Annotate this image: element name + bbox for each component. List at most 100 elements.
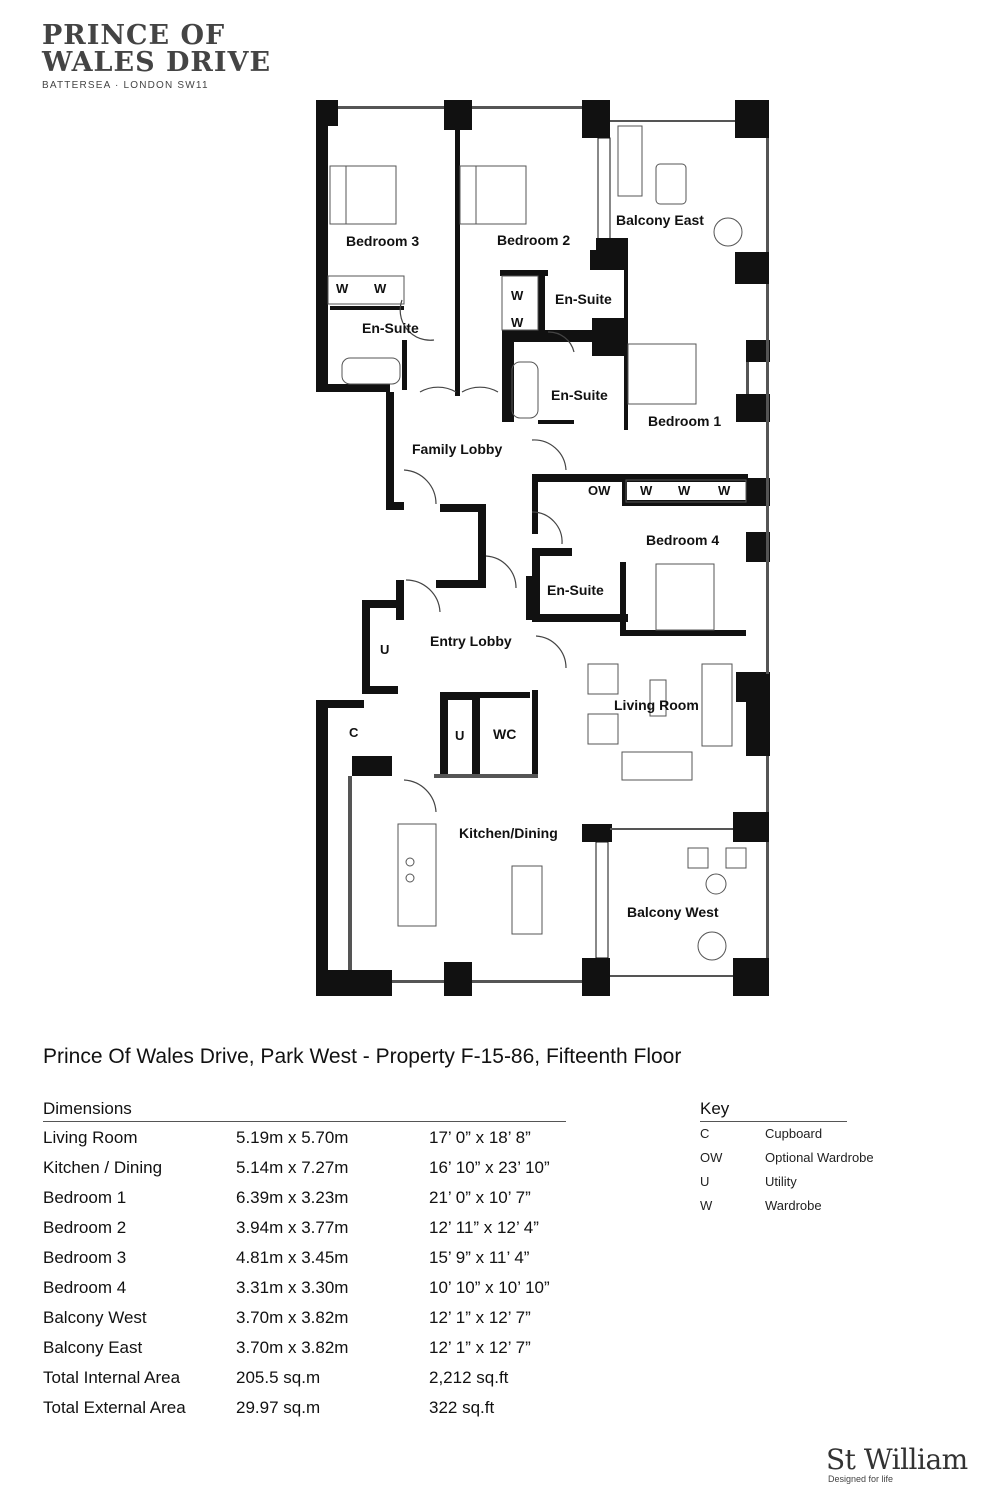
label-wc: WC bbox=[493, 726, 516, 742]
wall bbox=[352, 756, 392, 776]
door-swing bbox=[535, 635, 567, 669]
dim-room: Total External Area bbox=[43, 1398, 186, 1417]
dimensions-table: Living Room 5.19m x 5.70m 17’ 0” x 18’ 8… bbox=[43, 1126, 583, 1426]
wall bbox=[330, 306, 404, 310]
wall bbox=[362, 600, 402, 608]
label-w: W bbox=[374, 281, 387, 296]
armchair-icon bbox=[687, 847, 709, 869]
door-swing bbox=[419, 386, 457, 393]
sofa-icon bbox=[621, 751, 693, 781]
wall bbox=[396, 580, 404, 620]
key-divider bbox=[700, 1121, 847, 1122]
wall-pillar bbox=[735, 252, 769, 284]
dim-metric: 3.31m x 3.30m bbox=[236, 1278, 349, 1297]
wall bbox=[440, 504, 486, 512]
dim-room: Balcony West bbox=[43, 1308, 147, 1327]
label-en-suite-b3: En-Suite bbox=[362, 320, 419, 336]
wall bbox=[436, 580, 486, 588]
wall bbox=[526, 576, 534, 620]
wall bbox=[532, 474, 538, 534]
dim-room: Bedroom 3 bbox=[43, 1248, 127, 1267]
wall bbox=[624, 260, 628, 430]
dim-room: Bedroom 1 bbox=[43, 1188, 127, 1207]
development-logo: PRINCE OF WALES DRIVE BATTERSEA · LONDON… bbox=[42, 22, 271, 91]
table-icon bbox=[705, 873, 727, 895]
wall-pillar bbox=[736, 394, 770, 422]
wall bbox=[316, 700, 360, 708]
key-meaning: Optional Wardrobe bbox=[765, 1150, 874, 1165]
table-row: Total External Area 29.97 sq.m 322 sq.ft bbox=[43, 1396, 583, 1426]
wall bbox=[746, 702, 770, 756]
dim-room: Balcony East bbox=[43, 1338, 143, 1357]
logo-line-1: PRINCE OF bbox=[42, 20, 226, 51]
wall bbox=[362, 600, 370, 690]
list-item: W Wardrobe bbox=[700, 1196, 940, 1220]
wall-pillar bbox=[736, 672, 770, 702]
table-row: Balcony East 3.70m x 3.82m 12’ 1” x 12’ … bbox=[43, 1336, 583, 1366]
label-balcony-west: Balcony West bbox=[627, 904, 719, 920]
room-labels: Bedroom 3 Bedroom 2 Balcony East En-Suit… bbox=[336, 212, 731, 920]
bath-icon bbox=[511, 361, 539, 419]
dim-room: Bedroom 2 bbox=[43, 1218, 127, 1237]
dining-table-icon bbox=[511, 865, 543, 935]
table-row: Bedroom 1 6.39m x 3.23m 21’ 0” x 10’ 7” bbox=[43, 1186, 583, 1216]
door-swing bbox=[461, 386, 499, 393]
wall bbox=[538, 420, 574, 424]
brand-logo: St William Designed for life bbox=[826, 1443, 968, 1484]
label-w: W bbox=[511, 315, 524, 330]
dim-metric: 5.19m x 5.70m bbox=[236, 1128, 349, 1147]
wall bbox=[622, 500, 748, 506]
dim-imperial: 2,212 sq.ft bbox=[429, 1368, 509, 1387]
window bbox=[392, 980, 444, 983]
wall bbox=[595, 841, 609, 959]
wall bbox=[500, 270, 548, 276]
key-code: U bbox=[700, 1174, 710, 1189]
dim-imperial: 15’ 9” x 11’ 4” bbox=[429, 1248, 530, 1267]
brand-tagline: Designed for life bbox=[828, 1474, 894, 1484]
label-family-lobby: Family Lobby bbox=[412, 441, 502, 457]
label-bedroom-4: Bedroom 4 bbox=[646, 532, 719, 548]
key-code: OW bbox=[700, 1150, 723, 1165]
pillow-icon bbox=[459, 165, 477, 225]
door-swing bbox=[403, 779, 437, 813]
wardrobe-icon bbox=[625, 479, 747, 503]
wall bbox=[620, 630, 746, 636]
dim-metric: 3.94m x 3.77m bbox=[236, 1218, 349, 1237]
window bbox=[610, 975, 733, 977]
wall bbox=[622, 474, 627, 504]
window bbox=[766, 138, 769, 252]
label-w: W bbox=[336, 281, 349, 296]
key-code: W bbox=[700, 1198, 713, 1213]
wardrobe-icon bbox=[501, 275, 539, 331]
list-item: U Utility bbox=[700, 1172, 940, 1196]
dim-room: Living Room bbox=[43, 1128, 138, 1147]
armchair-icon bbox=[587, 663, 619, 695]
pillow-icon bbox=[329, 165, 347, 225]
window bbox=[766, 284, 769, 674]
key-meaning: Wardrobe bbox=[765, 1198, 822, 1213]
wall bbox=[590, 250, 628, 270]
wall bbox=[502, 330, 514, 422]
bed-icon bbox=[459, 165, 527, 225]
hob-icon bbox=[405, 873, 415, 883]
bed-icon bbox=[329, 165, 397, 225]
wardrobe-icon bbox=[327, 275, 405, 305]
wall-pillar bbox=[735, 100, 769, 138]
wall bbox=[352, 700, 364, 708]
property-heading: Prince Of Wales Drive, Park West - Prope… bbox=[43, 1045, 682, 1068]
table-row: Bedroom 2 3.94m x 3.77m 12’ 11” x 12’ 4” bbox=[43, 1216, 583, 1246]
table-icon bbox=[655, 163, 687, 205]
dim-imperial: 322 sq.ft bbox=[429, 1398, 495, 1417]
wall bbox=[440, 692, 448, 776]
window bbox=[766, 756, 769, 814]
table-row: Total Internal Area 205.5 sq.m 2,212 sq.… bbox=[43, 1366, 583, 1396]
wall-pillar bbox=[733, 812, 769, 842]
dim-room: Bedroom 4 bbox=[43, 1278, 127, 1297]
table-row: Bedroom 4 3.31m x 3.30m 10’ 10” x 10’ 10… bbox=[43, 1276, 583, 1306]
dim-metric: 29.97 sq.m bbox=[236, 1398, 321, 1417]
label-bedroom-2: Bedroom 2 bbox=[497, 232, 570, 248]
label-u: U bbox=[455, 728, 464, 743]
door-swing bbox=[485, 555, 517, 589]
wall-pillar bbox=[444, 962, 472, 996]
wall bbox=[746, 340, 770, 362]
